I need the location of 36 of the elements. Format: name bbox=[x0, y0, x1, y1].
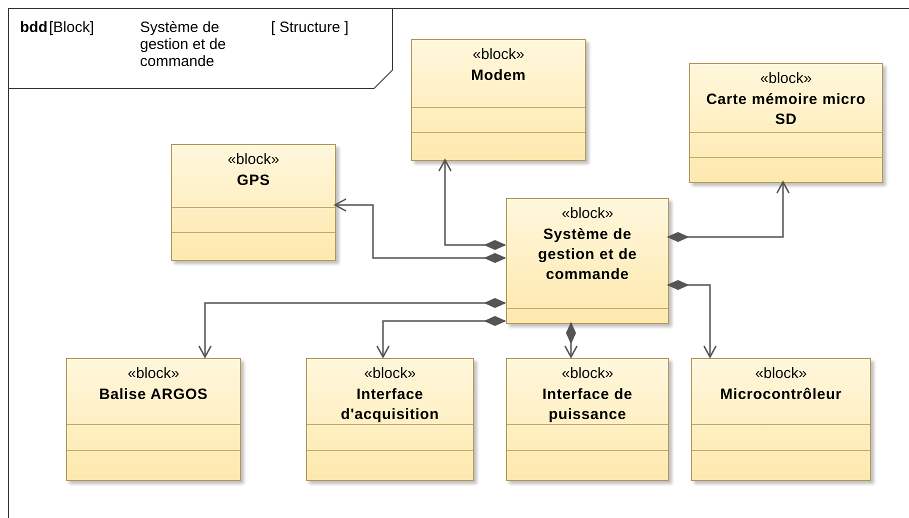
stereotype: «block» bbox=[754, 365, 808, 383]
diagram-kind: bdd bbox=[20, 19, 48, 36]
block-name: Modem bbox=[470, 66, 527, 86]
stereotype: «block» bbox=[560, 365, 614, 383]
block-name: Carte mémoire micro SD bbox=[705, 90, 867, 130]
composition-arrow bbox=[334, 198, 506, 263]
composition-arrow bbox=[564, 322, 578, 358]
stereotype: «block» bbox=[560, 205, 614, 223]
composition-arrow bbox=[198, 298, 506, 358]
diagram-frame bbox=[8, 8, 909, 518]
composition-arrow bbox=[668, 280, 717, 358]
block bbox=[506, 358, 669, 481]
block bbox=[411, 39, 586, 161]
stereotype: «block» bbox=[226, 151, 280, 169]
composition-arrow bbox=[438, 159, 506, 250]
stereotype: «block» bbox=[472, 46, 526, 64]
block-name: Balise ARGOS bbox=[98, 385, 209, 405]
stereotype: «block» bbox=[126, 365, 180, 383]
composition-arrow bbox=[376, 316, 506, 358]
block-name: Interface d'acquisition bbox=[340, 385, 440, 425]
diagram-element-type: [Block] bbox=[49, 19, 94, 36]
block-name: GPS bbox=[236, 171, 272, 191]
block bbox=[171, 144, 336, 261]
block bbox=[66, 358, 241, 481]
block bbox=[689, 63, 883, 183]
block-name: Microcontrôleur bbox=[719, 385, 843, 405]
diagram-label: [ Structure ] bbox=[271, 19, 349, 36]
stereotype: «block» bbox=[363, 365, 417, 383]
block-name: Interface de puissance bbox=[541, 385, 634, 425]
stereotype: «block» bbox=[759, 70, 813, 88]
diagram-name: Système de gestion et de commande bbox=[140, 19, 227, 70]
composition-arrow bbox=[668, 181, 790, 242]
block bbox=[691, 358, 871, 481]
block bbox=[306, 358, 474, 481]
block-name: Système de gestion et de commande bbox=[536, 225, 638, 285]
block bbox=[506, 198, 669, 324]
